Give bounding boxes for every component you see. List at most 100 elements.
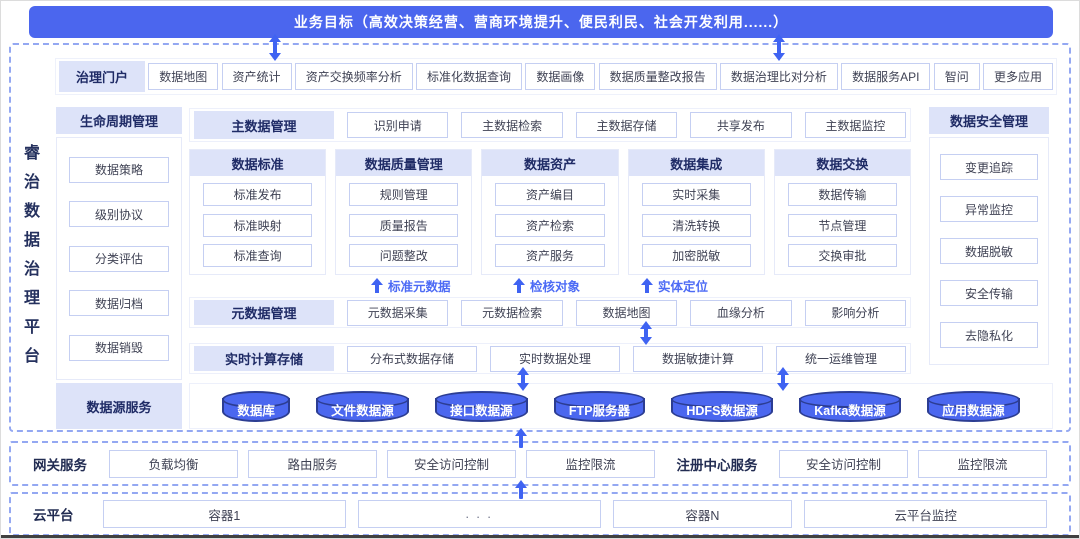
gateway-item: 负载均衡 (109, 449, 238, 478)
double-arrow-icon (521, 374, 525, 384)
lifecycle-item: 数据销毁 (69, 334, 169, 361)
column-item: 加密脱敏 (641, 243, 751, 267)
double-arrow-icon (781, 374, 785, 384)
cylinder-label: 数据库 (237, 404, 275, 418)
capability-columns: 数据标准 标准发布 标准映射 标准查询 数据质量管理 规则管理 质量报告 问题整… (189, 149, 912, 275)
metadata-header: 元数据管理 (194, 300, 334, 325)
lifecycle-header: 生命周期管理 (56, 107, 182, 134)
cloud-item: 云平台监控 (804, 500, 1047, 528)
database-cylinder-icon: 应用数据源 (927, 391, 1020, 422)
realtime-item: 数据敏捷计算 (633, 345, 763, 372)
column-item: 交换审批 (787, 243, 898, 267)
registry-title: 注册中心服务 (676, 457, 758, 473)
cylinder-label: Kafka数据源 (814, 404, 886, 418)
up-arrow-icon (641, 278, 653, 293)
portal-item: 更多应用 (982, 63, 1053, 90)
portal-row: 治理门户 数据地图 资产统计 资产交换频率分析 标准化数据查询 数据画像 数据质… (55, 58, 1057, 95)
cylinder-label: HDFS数据源 (686, 404, 758, 418)
security-body: 变更追踪 异常监控 数据脱敏 安全传输 去隐私化 (929, 137, 1049, 365)
database-cylinder-icon: Kafka数据源 (799, 391, 901, 422)
gateway-item: 路由服务 (248, 449, 377, 478)
up-arrow-icon (519, 435, 523, 448)
flow-label-check-object: 检核对象 (513, 277, 581, 294)
portal-item: 标准化数据查询 (416, 63, 523, 90)
lifecycle-body: 数据策略 级别协议 分类评估 数据归档 数据销毁 (56, 137, 182, 380)
up-arrow-icon (371, 278, 383, 293)
metadata-item: 元数据检索 (461, 299, 563, 326)
database-cylinder-icon: 接口数据源 (435, 391, 528, 422)
cloud-item: 容器N (612, 500, 793, 528)
column-item: 问题整改 (349, 243, 459, 267)
cylinder-label: 文件数据源 (331, 404, 394, 418)
database-cylinder-icon: HDFS数据源 (671, 391, 773, 422)
lifecycle-column: 生命周期管理 数据策略 级别协议 分类评估 数据归档 数据销毁 (56, 107, 182, 380)
gateway-item: 监控限流 (526, 449, 655, 478)
realtime-compute-row: 实时计算存储 分布式数据存储 实时数据处理 数据敏捷计算 统一运维管理 (189, 343, 911, 374)
column-data-quality: 数据质量管理 规则管理 质量报告 问题整改 (335, 149, 473, 275)
security-item: 变更追踪 (940, 154, 1038, 180)
portal-item: 数据地图 (148, 63, 219, 90)
flow-label-entity-locate: 实体定位 (641, 277, 709, 294)
realtime-item: 实时数据处理 (490, 345, 620, 372)
column-data-asset: 数据资产 资产编目 资产检索 资产服务 (481, 149, 619, 275)
flow-label-text: 实体定位 (658, 279, 709, 294)
cylinder-label: 应用数据源 (942, 404, 1005, 418)
lifecycle-item: 级别协议 (69, 201, 169, 227)
column-data-standard: 数据标准 标准发布 标准映射 标准查询 (189, 149, 327, 275)
cloud-item: 容器1 (103, 500, 346, 528)
portal-item: 资产交换频率分析 (294, 63, 413, 90)
portal-item: 智问 (933, 63, 980, 90)
column-header: 数据标准 (190, 150, 326, 176)
master-data-header: 主数据管理 (194, 111, 334, 139)
double-arrow-icon (273, 41, 277, 54)
security-header: 数据安全管理 (929, 107, 1049, 134)
column-header: 数据集成 (628, 150, 764, 176)
column-item: 标准发布 (203, 183, 313, 207)
security-item: 去隐私化 (940, 322, 1038, 348)
business-goal-banner: 业务目标（高效决策经营、营商环境提升、便民利民、社会开发利用......） (29, 6, 1053, 38)
double-arrow-icon (644, 328, 648, 338)
datasource-row: 数据库 文件数据源 接口数据源 FTP服务器 HDFS数据源 Kafka数据源 … (189, 383, 1053, 429)
up-arrow-icon (519, 487, 523, 499)
column-item: 清洗转换 (641, 213, 751, 237)
column-item: 实时采集 (641, 183, 751, 207)
double-arrow-icon (777, 41, 781, 54)
datasource-header: 数据源服务 (56, 383, 182, 429)
master-data-item: 识别申请 (347, 112, 449, 138)
flow-label-text: 检核对象 (530, 279, 581, 294)
metadata-item: 影响分析 (804, 299, 907, 326)
metadata-item: 元数据采集 (347, 299, 449, 326)
flow-label-text: 标准元数据 (388, 279, 451, 294)
portal-item: 数据质量整改报告 (598, 63, 717, 90)
master-data-item: 共享发布 (690, 112, 792, 138)
column-item: 规则管理 (349, 183, 459, 207)
portal-header: 治理门户 (59, 61, 145, 92)
metadata-item: 血缘分析 (690, 299, 792, 326)
portal-item: 数据服务API (841, 63, 931, 90)
up-arrow-icon (513, 278, 525, 293)
cloud-platform-zone: 云平台 容器1 . . . 容器N 云平台监控 (9, 492, 1071, 536)
column-header: 数据交换 (774, 150, 911, 176)
window-bottom-edge (1, 535, 1079, 538)
security-item: 安全传输 (940, 280, 1038, 306)
cylinder-label: FTP服务器 (568, 404, 631, 418)
cloud-title: 云平台 (33, 508, 74, 523)
lifecycle-item: 分类评估 (69, 245, 169, 272)
column-data-integration: 数据集成 实时采集 清洗转换 加密脱敏 (627, 149, 765, 275)
column-item: 标准查询 (203, 243, 313, 267)
column-header: 数据资产 (482, 150, 618, 176)
cylinder-label: 接口数据源 (450, 404, 513, 418)
column-item: 标准映射 (203, 213, 313, 237)
column-item: 资产服务 (495, 243, 605, 267)
portal-item: 数据治理比对分析 (719, 63, 838, 90)
registry-item: 监控限流 (918, 449, 1047, 478)
master-data-item: 主数据监控 (804, 112, 907, 138)
column-header: 数据质量管理 (336, 150, 472, 176)
security-item: 异常监控 (940, 196, 1038, 222)
column-item: 资产编目 (495, 183, 605, 207)
realtime-item: 统一运维管理 (776, 345, 906, 372)
platform-dashed-container: 睿治数据治理平台 治理门户 数据地图 资产统计 资产交换频率分析 标准化数据查询… (9, 43, 1071, 432)
security-column: 数据安全管理 变更追踪 异常监控 数据脱敏 安全传输 去隐私化 (929, 107, 1049, 365)
column-data-exchange: 数据交换 数据传输 节点管理 交换审批 (773, 149, 912, 275)
